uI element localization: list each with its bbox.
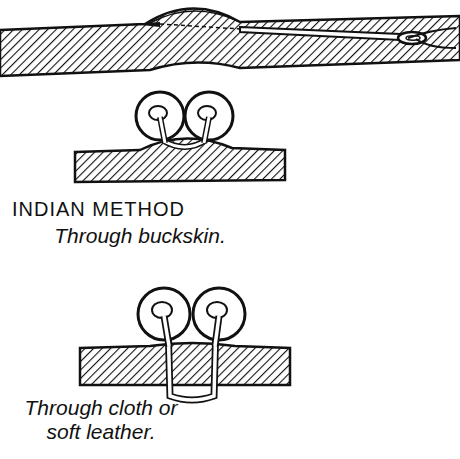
figure-caption: Through cloth or soft leather. <box>6 396 196 444</box>
needle-figure <box>0 8 460 76</box>
cloth-figure <box>80 288 290 400</box>
buckskin-figure <box>75 92 285 182</box>
figure-heading: INDIAN METHOD <box>12 198 242 221</box>
figure-caption: Through buckskin. <box>40 224 240 248</box>
